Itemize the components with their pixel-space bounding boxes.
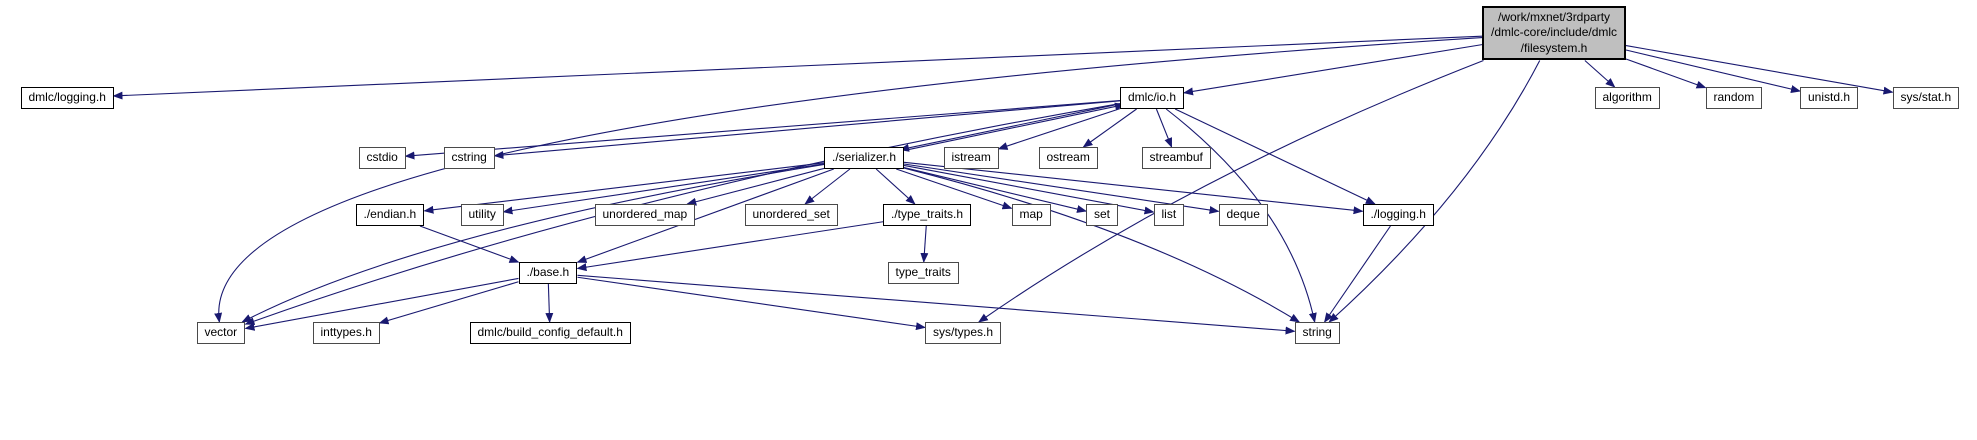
node-endian-h[interactable]: ./endian.h <box>355 204 425 226</box>
node-base-h[interactable]: ./base.h <box>518 262 578 284</box>
node-string: string <box>1294 322 1340 344</box>
edge-filesystem-h-to-vector <box>214 37 1483 323</box>
edge-serializer-h-to-utility <box>502 163 825 215</box>
node-list: list <box>1153 204 1185 226</box>
node-serializer-h[interactable]: ./serializer.h <box>824 147 905 169</box>
node-utility: utility <box>460 204 504 226</box>
edge-serializer-h-to-deque <box>903 163 1220 214</box>
node-vector: vector <box>196 322 246 344</box>
edge-serializer-h-to-vector <box>241 163 825 323</box>
edge-serializer-h-to-dmlc-io-h <box>907 102 1125 151</box>
edge-filesystem-h-to-sys-stat-h <box>1625 45 1894 95</box>
node-ostream: ostream <box>1038 147 1098 169</box>
node-deque: deque <box>1218 204 1268 226</box>
node-unordered-set: unordered_set <box>744 204 838 226</box>
edge-dmlc-io-h-to-logging-h <box>1174 108 1376 205</box>
node-cstdio: cstdio <box>358 147 406 169</box>
edge-endian-h-to-base-h <box>419 225 520 263</box>
node-sys-stat-h: sys/stat.h <box>1892 87 1960 109</box>
edge-base-h-to-string <box>577 274 1296 335</box>
edge-serializer-h-to-type-traits-h <box>875 168 916 205</box>
node-type-traits: type_traits <box>887 262 959 284</box>
edge-base-h-to-sys-types-h <box>577 276 926 331</box>
edge-type-traits-h-to-base-h <box>576 221 884 272</box>
node-filesystem-h: /work/mxnet/3rdparty /dmlc-core/include/… <box>1482 5 1627 61</box>
edge-filesystem-h-to-random <box>1625 58 1707 89</box>
edge-serializer-h-to-set <box>903 167 1087 213</box>
edge-dmlc-io-h-to-streambuf <box>1155 108 1173 148</box>
edge-filesystem-h-to-sys-types-h <box>977 59 1484 323</box>
edge-serializer-h-to-map <box>896 168 1013 210</box>
node-streambuf: streambuf <box>1141 147 1211 169</box>
edge-base-h-to-build-config-default-h <box>545 283 554 323</box>
node-build-config-default-h[interactable]: dmlc/build_config_default.h <box>469 322 631 344</box>
edge-type-traits-h-to-type-traits <box>920 225 929 263</box>
edge-dmlc-io-h-to-cstring <box>493 100 1121 159</box>
edge-serializer-h-to-unordered-set <box>804 168 851 205</box>
edge-base-h-to-inttypes-h <box>378 281 519 325</box>
edge-dmlc-io-h-to-ostream <box>1082 108 1137 148</box>
node-unordered-map: unordered_map <box>594 204 696 226</box>
node-set: set <box>1086 204 1119 226</box>
node-logging-h[interactable]: ./logging.h <box>1362 204 1434 226</box>
edge-serializer-h-to-base-h <box>576 168 834 263</box>
edge-logging-h-to-string <box>1323 225 1391 323</box>
edge-base-h-to-vector <box>244 277 519 331</box>
node-inttypes-h: inttypes.h <box>312 322 380 344</box>
edge-dmlc-io-h-to-serializer-h <box>899 104 1117 152</box>
node-dmlc-logging-h[interactable]: dmlc/logging.h <box>20 87 114 109</box>
node-istream: istream <box>943 147 999 169</box>
edge-serializer-h-to-endian-h <box>423 162 825 214</box>
edge-dmlc-io-h-to-cstdio <box>404 99 1121 160</box>
node-unistd-h: unistd.h <box>1800 87 1859 109</box>
node-sys-types-h: sys/types.h <box>925 322 1002 344</box>
node-type-traits-h[interactable]: ./type_traits.h <box>883 204 972 226</box>
edge-dmlc-io-h-to-vector <box>244 102 1121 325</box>
edge-filesystem-h-to-dmlc-logging-h <box>112 35 1483 100</box>
edge-serializer-h-to-unordered-map <box>686 167 825 206</box>
node-random: random <box>1705 87 1763 109</box>
edge-dmlc-io-h-to-istream <box>997 108 1121 150</box>
edge-serializer-h-to-logging-h <box>903 161 1364 215</box>
node-dmlc-io-h[interactable]: dmlc/io.h <box>1120 87 1185 109</box>
node-cstring: cstring <box>443 147 495 169</box>
edge-filesystem-h-to-unistd-h <box>1625 49 1801 93</box>
node-map: map <box>1011 204 1051 226</box>
edge-filesystem-h-to-dmlc-io-h <box>1183 44 1483 96</box>
node-algorithm: algorithm <box>1594 87 1660 109</box>
edge-filesystem-h-to-string <box>1328 60 1541 323</box>
edge-filesystem-h-to-algorithm <box>1584 60 1616 88</box>
edge-serializer-h-to-string <box>903 167 1301 323</box>
